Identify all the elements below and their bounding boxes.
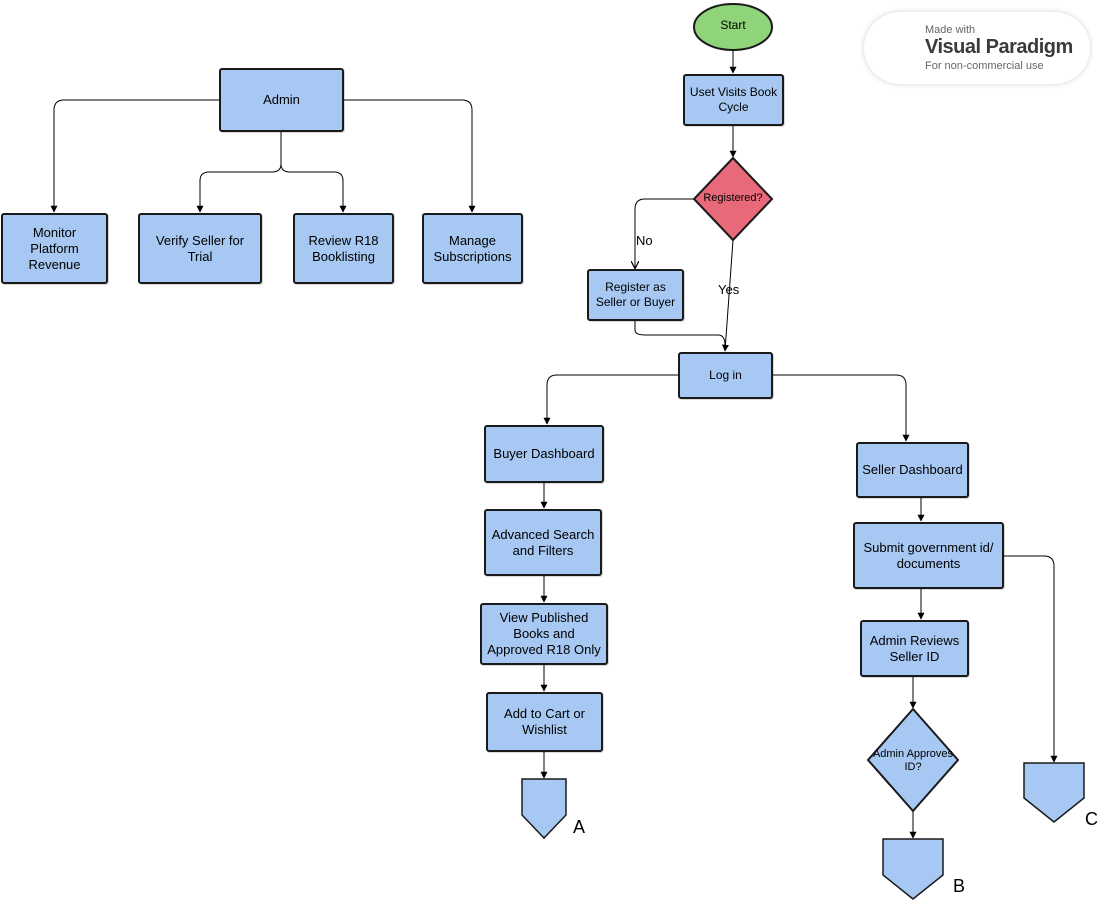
no-label: No <box>636 233 653 248</box>
review-r18-node[interactable]: Review R18 Booklisting <box>293 213 394 284</box>
buyer-dashboard-node[interactable]: Buyer Dashboard <box>484 425 604 483</box>
visit-node[interactable]: Uset Visits Book Cycle <box>683 74 784 126</box>
manage-subscriptions-node[interactable]: Manage Subscriptions <box>422 213 523 284</box>
edge-yes <box>721 239 734 352</box>
connector-a-label: A <box>573 817 586 837</box>
edge-admin-review <box>280 163 347 213</box>
admin-node[interactable]: Admin <box>219 68 344 132</box>
add-cart-node[interactable]: Add to Cart or Wishlist <box>486 692 603 752</box>
offpage-connector-a <box>521 778 567 840</box>
view-published-node[interactable]: View Published Books and Approved R18 On… <box>480 603 608 665</box>
watermark-badge <box>864 12 1090 84</box>
monitor-revenue-node[interactable]: Monitor Platform Revenue <box>1 213 108 284</box>
edge-login-buyer <box>543 374 678 425</box>
edge-submit-c <box>1004 555 1058 763</box>
watermark-made-with: Made with <box>925 24 976 36</box>
connector-b-label: B <box>953 876 966 896</box>
verify-seller-node[interactable]: Verify Seller for Trial <box>138 213 262 284</box>
admin-reviews-node[interactable]: Admin Reviews Seller ID <box>860 620 969 677</box>
edge-no <box>635 198 694 268</box>
admin-approves-label: Admin Approves ID? <box>872 748 954 773</box>
edge-login-seller <box>772 374 910 442</box>
yes-label: Yes <box>718 282 740 297</box>
edge-register-login <box>634 320 726 351</box>
login-node[interactable]: Log in <box>678 352 773 399</box>
registered-label: Registered? <box>703 192 763 204</box>
advanced-search-node[interactable]: Advanced Search and Filters <box>484 509 602 576</box>
offpage-connector-c <box>1023 762 1085 823</box>
submit-id-node[interactable]: Submit government id/ documents <box>853 522 1004 589</box>
offpage-connector-b <box>882 838 944 900</box>
register-node[interactable]: Register as Seller or Buyer <box>587 269 684 321</box>
seller-dashboard-node[interactable]: Seller Dashboard <box>856 442 969 498</box>
connector-c-label: C <box>1085 809 1098 829</box>
edge-admin-manage <box>343 99 476 213</box>
edge-admin-monitor <box>50 99 219 213</box>
watermark-subtitle: For non-commercial use <box>925 60 1044 72</box>
watermark-brand: Visual Paradigm <box>925 36 1073 58</box>
start-label: Start <box>720 18 746 32</box>
edge-admin-verify <box>196 132 282 213</box>
